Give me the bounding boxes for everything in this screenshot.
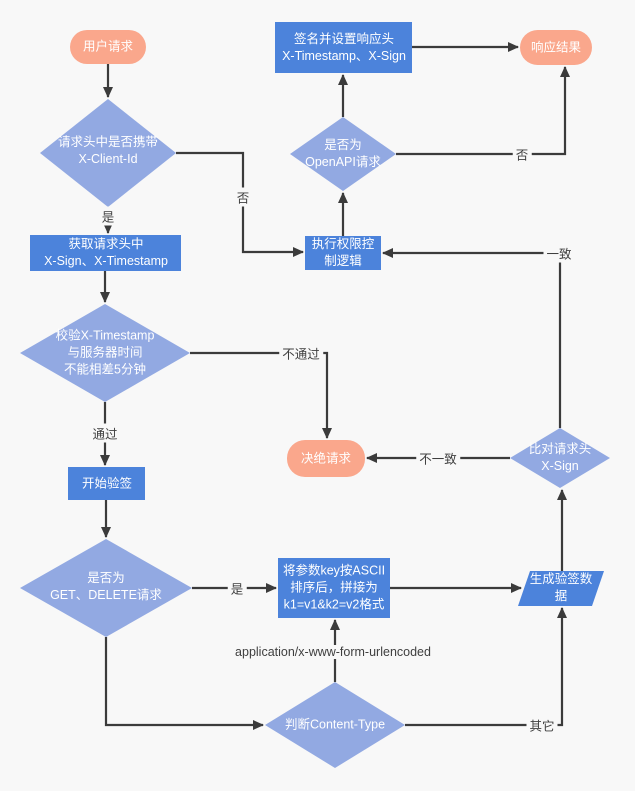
node-reject-request-label: 决绝请求 — [300, 451, 352, 466]
node-start-verify-shape — [68, 467, 145, 500]
node-check-timestamp-shape — [20, 304, 190, 402]
edge-label-fail: 不通过 — [279, 343, 323, 363]
node-sign-set-response-headers-shape — [275, 22, 412, 73]
node-exec-permission-label: 执行权限控 制逻辑 — [311, 237, 375, 268]
node-check-content-type-label: 判断Content-Type — [284, 717, 386, 732]
node-response-result-label: 响应结果 — [530, 40, 582, 55]
node-compare-sign-shape — [510, 428, 610, 488]
edge-contenttype-other — [405, 607, 567, 727]
edge-label-yes-get-delete: 是 — [227, 578, 247, 598]
edge-label-not-match: 不一致 — [416, 448, 460, 468]
node-get-headers-shape — [30, 235, 181, 271]
node-check-timestamp-label: 校验X-Timestamp 与服务器时间 不能相差5分钟 — [55, 328, 155, 377]
node-sort-params-shape — [278, 558, 390, 618]
node-is-openapi-shape — [290, 117, 396, 191]
edge-label-match: 一致 — [543, 243, 575, 263]
edge-isopenapi-no — [396, 66, 570, 156]
node-check-content-type-shape — [265, 682, 405, 768]
edge-label-other: 其它 — [526, 715, 558, 735]
node-start-verify-label: 开始验签 — [81, 476, 133, 491]
node-sign-set-response-headers-label: 签名并设置响应头 X-Timestamp、X-Sign — [282, 32, 406, 63]
node-has-client-id-shape — [40, 99, 176, 207]
node-exec-permission-shape — [305, 236, 381, 270]
edge-label-form-urlencoded: application/x-www-form-urlencoded — [232, 645, 434, 659]
node-sort-params-label: 将参数key按ASCII 排序后，拼接为 k1=v1&k2=v2格式 — [282, 563, 386, 612]
node-response-result-shape — [520, 30, 592, 65]
node-reject-request-shape — [287, 440, 365, 477]
node-is-get-delete-label: 是否为 GET、DELETE请求 — [50, 571, 162, 602]
node-get-headers-label: 获取请求头中 X-Sign、X-Timestamp — [44, 237, 168, 268]
edge-label-no-client-id: 否 — [233, 187, 253, 207]
node-has-client-id-label: 请求头中是否携带 X-Client-Id — [57, 135, 159, 166]
node-is-openapi-label: 是否为 OpenAPI请求 — [305, 138, 381, 169]
node-user-request-label: 用户请求 — [82, 39, 134, 54]
edge-getdelete-no — [104, 637, 264, 730]
node-compare-sign-label: 比对请求头 X-Sign — [528, 442, 592, 473]
edge-label-no-openapi: 否 — [512, 144, 532, 164]
edge-checkts-fail — [190, 351, 332, 439]
node-is-get-delete-shape — [20, 539, 192, 637]
edge-label-yes-client-id: 是 — [98, 206, 118, 226]
edge-label-pass: 通过 — [89, 423, 121, 443]
node-gen-sign-data-label: 生成验签数 据 — [529, 572, 593, 603]
node-user-request-shape — [70, 30, 146, 64]
node-gen-sign-data-shape — [518, 571, 604, 606]
